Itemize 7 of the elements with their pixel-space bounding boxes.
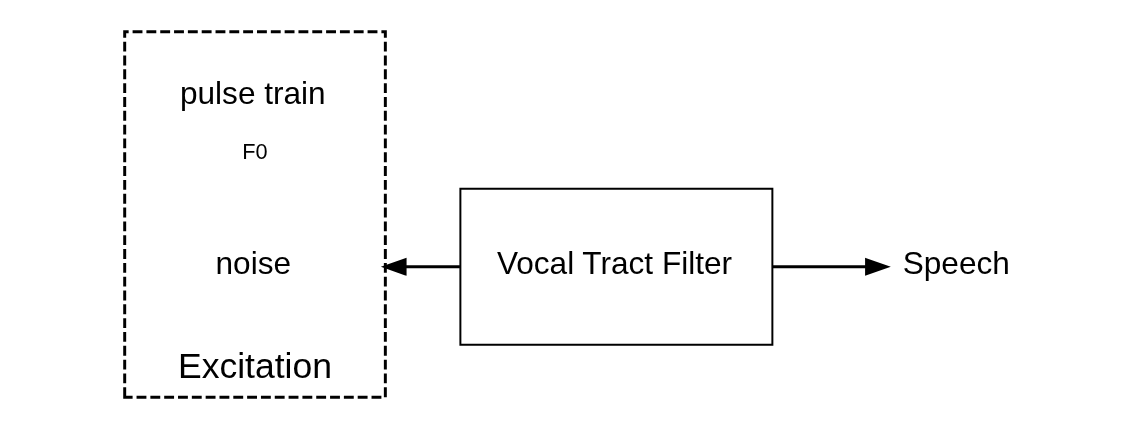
- node-label: F0: [242, 138, 268, 164]
- node-text: Speech: [902, 245, 1010, 282]
- arrow: [380, 257, 460, 276]
- arrow: [772, 257, 891, 276]
- node-box: Vocal Tract Filter: [459, 187, 774, 346]
- node-text: pulse train: [179, 74, 326, 111]
- node-text: noise: [215, 245, 292, 282]
